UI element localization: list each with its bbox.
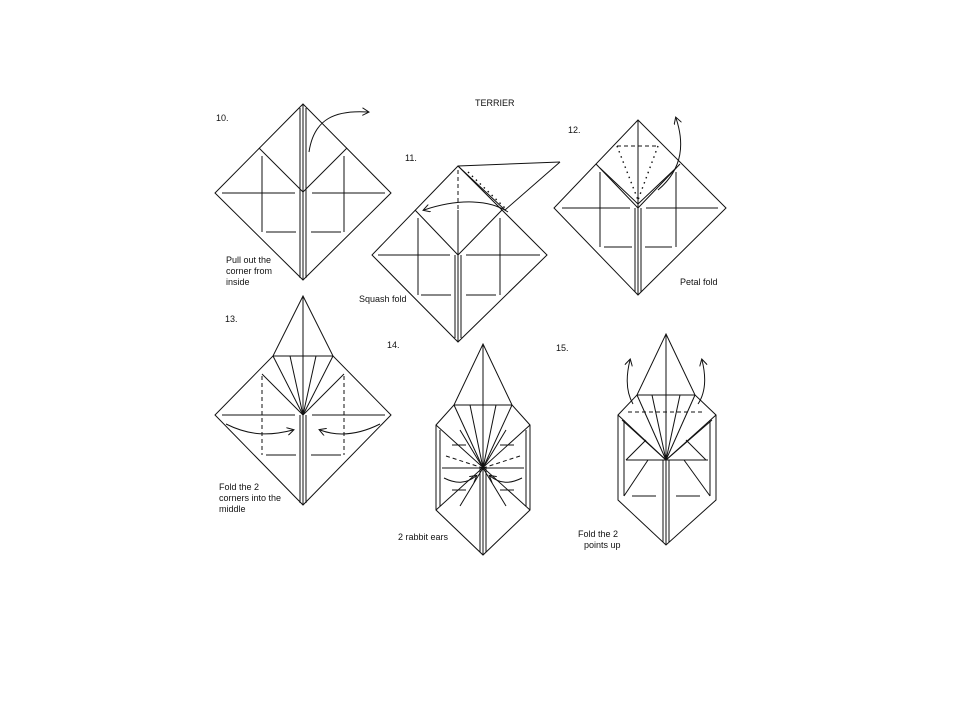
step-12-arrow: [657, 118, 681, 191]
step-10: 10. Pull out the corner from inside: [214, 103, 392, 287]
step-14-arrow-left: [443, 476, 476, 482]
step-10-number: 10.: [216, 113, 229, 123]
step-13-figure: [214, 294, 392, 506]
step-15-figure: [617, 332, 717, 546]
step-14-arrow-right: [490, 476, 523, 482]
step-15-arrow-left: [627, 360, 634, 405]
step-10-caption: Pull out the corner from inside: [226, 255, 275, 287]
step-14-figure: [435, 342, 531, 556]
diagram-title: TERRIER: [475, 98, 515, 108]
step-14-caption: 2 rabbit ears: [398, 532, 449, 542]
step-15-number: 15.: [556, 343, 569, 353]
step-11-figure: [371, 161, 561, 343]
step-13-arrow-right: [320, 423, 381, 434]
step-13-caption: Fold the 2 corners into the middle: [219, 482, 284, 514]
step-12-caption: Petal fold: [680, 277, 718, 287]
step-15-caption: Fold the 2 points up: [578, 529, 621, 550]
step-14: 14.: [387, 340, 531, 556]
step-13: 13. Fold the 2 corners into the mi: [214, 294, 392, 514]
step-11-arrow: [424, 201, 509, 213]
step-11-number: 11.: [405, 153, 417, 163]
step-11-caption: Squash fold: [359, 294, 407, 304]
step-12-figure: [553, 118, 727, 296]
step-14-number: 14.: [387, 340, 400, 350]
step-10-figure: [214, 103, 392, 281]
step-15-arrow-right: [697, 360, 705, 405]
step-11: 11. Squash fold: [359, 153, 561, 343]
step-13-number: 13.: [225, 314, 238, 324]
step-12: 12. Petal fold: [553, 118, 727, 296]
step-15: 15.: [556, 332, 717, 550]
step-13-arrow-left: [225, 423, 293, 434]
step-10-arrow: [308, 112, 368, 153]
step-12-number: 12.: [568, 125, 581, 135]
step-15-outline: [617, 332, 717, 546]
